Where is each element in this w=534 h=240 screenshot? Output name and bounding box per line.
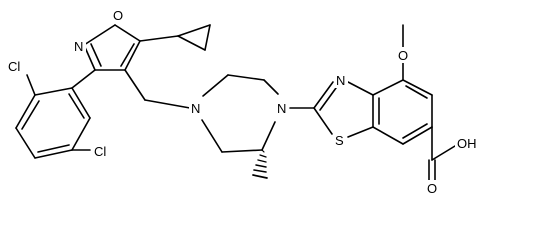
bond-ch2-b (144, 99, 191, 109)
structure-svg: Cl Cl N O N N N S O O OH (8, 8, 477, 196)
bond-cl-top (26, 74, 36, 96)
atom-cl-top: Cl (8, 59, 20, 74)
methyl-hashed-wedge (252, 149, 268, 179)
dichlorophenyl-ring (15, 87, 91, 159)
benzo-ring (372, 79, 433, 145)
molecule-diagram: Cl Cl N O N N N S O O OH (8, 8, 477, 196)
isoxazole-ring (83, 24, 141, 71)
atom-thiazole-s: S (335, 133, 344, 148)
cyclopropyl-ring (139, 24, 211, 51)
atom-isoxazole-o: O (113, 8, 123, 23)
atom-cl-bottom: Cl (94, 144, 106, 159)
bond-ch2-a (124, 69, 146, 101)
atom-carbonyl-o: O (427, 181, 437, 196)
atom-carboxyl-oh: OH (457, 136, 477, 151)
thiazole-ring (313, 81, 374, 138)
atom-isoxazole-n: N (74, 39, 83, 54)
atom-piperazine-n-left: N (191, 101, 200, 116)
atom-piperazine-n-right: N (277, 101, 286, 116)
bond-aryl-isoxazole (71, 69, 96, 89)
atom-thiazole-n: N (336, 73, 345, 88)
bond-c-oh (431, 145, 456, 161)
atom-methoxy-o: O (398, 48, 408, 63)
piperazine-ring (201, 74, 279, 153)
